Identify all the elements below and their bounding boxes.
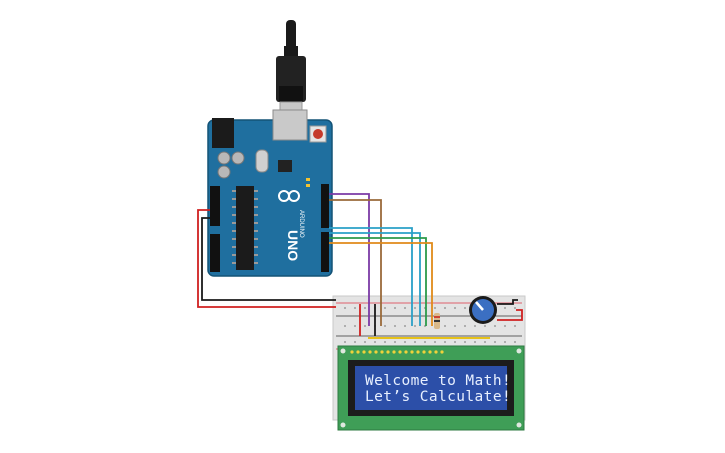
wire-orange[interactable] [329, 242, 433, 326]
led-indicator [306, 178, 310, 181]
lcd-line-1: Welcome to Math! [365, 373, 511, 389]
wires[interactable] [197, 193, 523, 336]
wire-red-5v[interactable] [197, 209, 336, 308]
usb-port [272, 109, 308, 141]
wire-black-pot[interactable] [497, 299, 518, 305]
mount-hole [340, 348, 346, 354]
led-indicator [306, 184, 310, 187]
wire-blue-2[interactable] [329, 232, 421, 326]
wire-green[interactable] [329, 237, 427, 326]
mount-hole [516, 422, 522, 428]
crystal-oscillator [255, 149, 269, 173]
lcd-line-2: Let’s Calculate! [365, 389, 511, 405]
potentiometer-icon[interactable] [469, 296, 497, 324]
wire-red-pot[interactable] [497, 309, 523, 321]
wire-black-gnd[interactable] [201, 217, 336, 301]
mount-hole [340, 422, 346, 428]
arduino-uno-board[interactable]: ARDUINO UNO [207, 109, 333, 277]
mount-hole [516, 348, 522, 354]
wire-purple[interactable] [329, 193, 370, 326]
power-jack [212, 118, 234, 148]
arduino-brand-label: ARDUINO [298, 210, 304, 238]
wire-blue[interactable] [329, 227, 413, 326]
digital-header-top [321, 184, 329, 228]
reset-button-icon[interactable] [309, 125, 327, 143]
lcd-module[interactable]: Welcome to Math! Let’s Calculate! [337, 345, 525, 431]
lcd-screen [355, 366, 507, 410]
usb-chip [278, 160, 292, 172]
analog-header [210, 234, 220, 272]
atmega-chip [236, 186, 254, 270]
capacitor [217, 165, 231, 179]
lcd-pin-header [350, 350, 444, 354]
resistor[interactable] [434, 313, 440, 329]
power-header [210, 186, 220, 226]
capacitor [231, 151, 245, 165]
wire-brown[interactable] [329, 199, 382, 326]
usb-cable-icon[interactable] [276, 20, 306, 113]
arduino-logo-icon [278, 190, 300, 202]
capacitor [217, 151, 231, 165]
arduino-model-label: UNO [285, 230, 301, 261]
digital-header-bottom [321, 232, 329, 272]
